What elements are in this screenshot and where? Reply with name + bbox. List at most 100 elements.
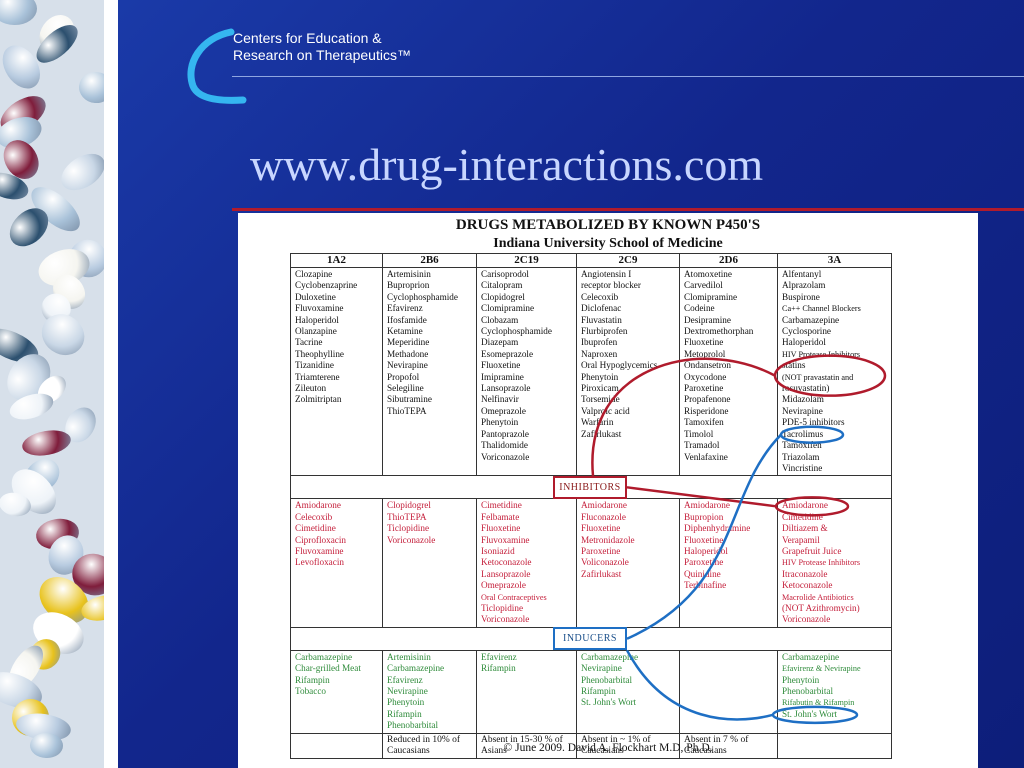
drug-name: Fluvoxamine — [295, 545, 344, 556]
pill-photo-strip — [0, 0, 104, 768]
drug-name: Cyclophosphamide — [481, 326, 552, 337]
drug-name: Carbamazepine — [295, 651, 353, 662]
drug-name: Haloperidol — [295, 314, 339, 325]
drug-name: Clopidogrel — [387, 500, 431, 511]
drug-name: Voriconazole — [387, 534, 436, 545]
drug-name: HIV Protease Inhibitors — [782, 558, 861, 568]
drug-name: Phenytoin — [782, 674, 820, 685]
drug-name: Cyclobenzaprine — [295, 280, 358, 291]
drug-name: Terbinafine — [684, 580, 727, 591]
drug-name: Nevirapine — [387, 686, 428, 696]
drug-name: Venlafaxine — [684, 451, 728, 462]
drug-name: (NOT Azithromycin) — [782, 602, 860, 613]
drug-name: Lansoprazole — [481, 568, 531, 579]
drug-name: Triamterene — [295, 371, 340, 382]
inhibitor-statin-connector — [591, 357, 776, 476]
drug-name: Felbamate — [481, 511, 520, 522]
drug-name: Citalopram — [481, 280, 523, 291]
drug-name: Carvedilol — [684, 280, 723, 291]
drug-name: Macrolide Antibiotics — [782, 592, 854, 602]
drug-name: Grapefruit Juice — [782, 545, 842, 556]
drug-name: Fluoxetine — [684, 337, 724, 348]
drug-name: Naproxen — [581, 348, 618, 359]
pill-shape — [30, 732, 64, 759]
statins-highlight — [773, 354, 887, 397]
drug-name: Tamoxifen — [782, 440, 822, 451]
drug-name: Artemisinin — [387, 269, 431, 279]
drug-name: Buspirone — [782, 291, 820, 302]
drug-name: Theophylline — [295, 348, 344, 359]
drug-name: Sibutramine — [387, 394, 432, 405]
drug-name: Haloperidol — [782, 337, 826, 348]
drug-name: Paroxetine — [581, 545, 621, 556]
drug-name: Carisoprodol — [481, 269, 529, 279]
drug-name: Alfentanyl — [782, 269, 822, 279]
drug-name: Rifabutin & Rifampin — [782, 698, 855, 708]
drug-name: Piroxicam — [581, 383, 619, 394]
drug-name: Celecoxib — [581, 291, 619, 302]
inducers-label: INDUCERS — [553, 627, 627, 651]
drug-name: Metoprolol — [684, 348, 726, 359]
page-title[interactable]: www.drug-interactions.com — [250, 139, 764, 190]
drug-name: Nevirapine — [581, 663, 622, 674]
drug-name: St. John's Wort — [782, 708, 838, 719]
drug-name: HIV Protease Inhibitors — [782, 349, 861, 359]
drug-name: Propafenone — [684, 394, 731, 405]
drug-name: Zileuton — [295, 383, 327, 394]
drug-name: Amiodarone — [684, 500, 730, 511]
drug-name: St. John's Wort — [581, 697, 637, 708]
drug-name: Cimetidine — [481, 500, 522, 511]
column-header-3a: 3A — [777, 253, 892, 268]
footnote-cell-2d6: Absent in 7 % of Caucasians — [679, 732, 778, 760]
drug-name: Zolmitriptan — [295, 394, 342, 405]
drug-name: Ticlopidine — [387, 523, 430, 534]
drug-name: Carbamazepine — [782, 651, 840, 662]
drug-name: Ondansetron — [684, 360, 731, 371]
drug-name: Itraconazole — [782, 568, 828, 579]
drug-table-document: DRUGS METABOLIZED BY KNOWN P450'S Indian… — [238, 213, 978, 768]
drug-name: Quinidine — [684, 568, 721, 579]
drug-name: Carbamazepine — [387, 663, 445, 674]
drug-name: Risperidone — [684, 405, 729, 416]
drug-name: Haloperidol — [684, 545, 728, 556]
drug-name: Metronidazole — [581, 534, 635, 545]
copyright-notice: © June 2009. David A. Flockhart M.D, Ph.… — [503, 742, 713, 754]
drug-name: Oral Hypoglycemics — [581, 360, 658, 371]
drug-name: Paroxetine — [684, 383, 724, 394]
drug-name: Clobazam — [481, 314, 519, 325]
drug-name: Oxycodone — [684, 371, 727, 382]
drug-name: Omeprazole — [481, 405, 526, 416]
inducer-tacrolimus-connector — [626, 433, 782, 640]
drug-name: Voriconazole — [481, 451, 530, 462]
drug-name: Rifampin — [481, 663, 516, 674]
drug-name: rosuvastatin) — [782, 383, 830, 394]
drug-name: Fluoxetine — [481, 360, 521, 371]
drug-name: Verapamil — [782, 534, 820, 545]
footnote-cell-3a — [777, 732, 892, 760]
drug-name: Lansoprazole — [481, 383, 531, 394]
white-divider — [104, 0, 118, 768]
document-title: DRUGS METABOLIZED BY KNOWN P450'S — [455, 217, 761, 233]
drug-name: Voriconazole — [481, 614, 530, 625]
drug-name: Zafirlukast — [581, 428, 622, 439]
tacrolimus-highlight — [779, 425, 845, 444]
drug-name: Clozapine — [295, 269, 333, 279]
drug-name: Fluoxetine — [581, 523, 621, 534]
drug-name: Rifampin — [387, 708, 422, 719]
drug-name: Amiodarone — [295, 500, 341, 511]
organization-name: Centers for Education & Research on Ther… — [233, 30, 411, 64]
drug-name: Torsemide — [581, 394, 620, 405]
drug-name: Paroxetine — [684, 557, 724, 568]
drug-name: Rifampin — [295, 674, 330, 685]
logo-arc-icon — [187, 28, 247, 104]
